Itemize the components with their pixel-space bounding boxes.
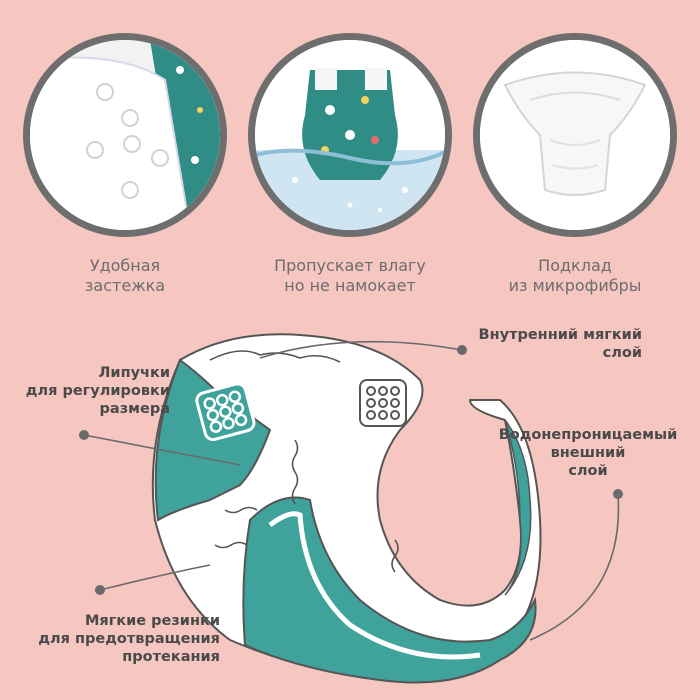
feature-caption-closure: Удобная застежка — [20, 256, 230, 296]
callout-line: для регулировки — [25, 383, 170, 399]
snap-closure-photo — [30, 40, 220, 230]
callout-outer-layer: Водонепроницаемый внешний слой — [488, 426, 688, 480]
callout-line: слой — [568, 463, 608, 479]
velcro-pad-icon — [195, 382, 256, 442]
callout-line: слой — [602, 345, 642, 361]
callout-line: Липучки — [98, 365, 170, 381]
water-resistant-photo — [255, 40, 445, 230]
inner-layer-dot — [457, 345, 467, 355]
outer-layer — [242, 496, 537, 684]
velcro-dot — [79, 430, 89, 440]
feature-caption-water: Пропускает влагу но не намокает — [245, 256, 455, 296]
callout-line: размера — [99, 401, 170, 417]
callout-velcro: Липучки для регулировки размера — [20, 364, 170, 418]
feature-caption-line: Удобная — [89, 256, 161, 275]
microfiber-insert-illustration — [480, 40, 670, 230]
snap-closure-illustration — [30, 40, 220, 230]
feature-caption-microfiber: Подклад из микрофибры — [470, 256, 680, 296]
feature-caption-line: Подклад — [538, 256, 612, 275]
elastic-dot — [95, 585, 105, 595]
water-resistant-illustration — [255, 40, 445, 230]
feature-caption-line: но не намокает — [284, 276, 416, 295]
microfiber-insert-photo — [480, 40, 670, 230]
feature-caption-line: застежка — [84, 276, 166, 295]
callout-line: внешний — [550, 445, 626, 461]
callout-line: протекания — [122, 649, 220, 665]
callout-line: Водонепроницаемый — [498, 427, 678, 443]
feature-caption-line: из микрофибры — [508, 276, 642, 295]
inner-layer-leader — [259, 340, 463, 359]
outer-layer-leader — [529, 493, 620, 641]
feature-caption-line: Пропускает влагу — [274, 256, 426, 275]
callout-line: Мягкие резинки — [84, 613, 220, 629]
callout-elastic: Мягкие резинки для предотвращения протек… — [20, 612, 220, 666]
velcro-leader — [83, 434, 241, 466]
outer-layer-dot — [613, 489, 623, 499]
callout-inner-layer: Внутренний мягкий слой — [452, 326, 642, 362]
callout-line: Внутренний мягкий — [478, 327, 642, 343]
elastic-leader — [99, 564, 211, 591]
callout-line: для предотвращения — [38, 631, 220, 647]
snap-pad-icon — [359, 379, 407, 427]
